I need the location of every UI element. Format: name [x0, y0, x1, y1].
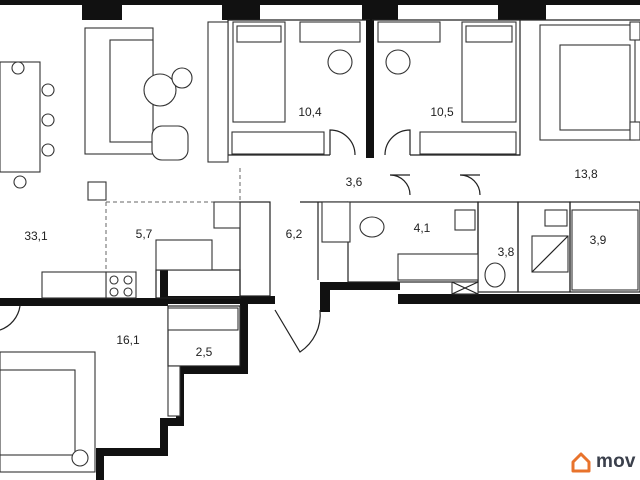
- room-area-bedroom-b: 10,5: [430, 105, 454, 119]
- room-area-hall: 3,6: [346, 175, 363, 189]
- room-area-closet: 2,5: [196, 345, 213, 359]
- room-area-living: 33,1: [24, 229, 48, 243]
- house-logo-icon: [571, 452, 591, 473]
- interior-walls: [105, 19, 640, 367]
- doors: [0, 129, 481, 353]
- room-area-shower: 3,9: [590, 233, 607, 247]
- furniture: [0, 21, 640, 473]
- room-area-corridor: 6,2: [286, 227, 303, 241]
- room-labels: 33,1 5,7 6,2 10,4 10,5 3,6 4,1 13,8 3,8 …: [24, 105, 606, 359]
- room-area-wc: 3,8: [498, 245, 515, 259]
- room-area-bedroom-a: 10,4: [298, 105, 322, 119]
- room-area-master: 13,8: [574, 167, 598, 181]
- room-area-kitchen: 5,7: [136, 227, 153, 241]
- watermark-text: mov: [596, 451, 636, 472]
- watermark: mov: [570, 449, 636, 475]
- room-area-bathroom: 4,1: [414, 221, 431, 235]
- room-area-bedroom-c: 16,1: [116, 333, 140, 347]
